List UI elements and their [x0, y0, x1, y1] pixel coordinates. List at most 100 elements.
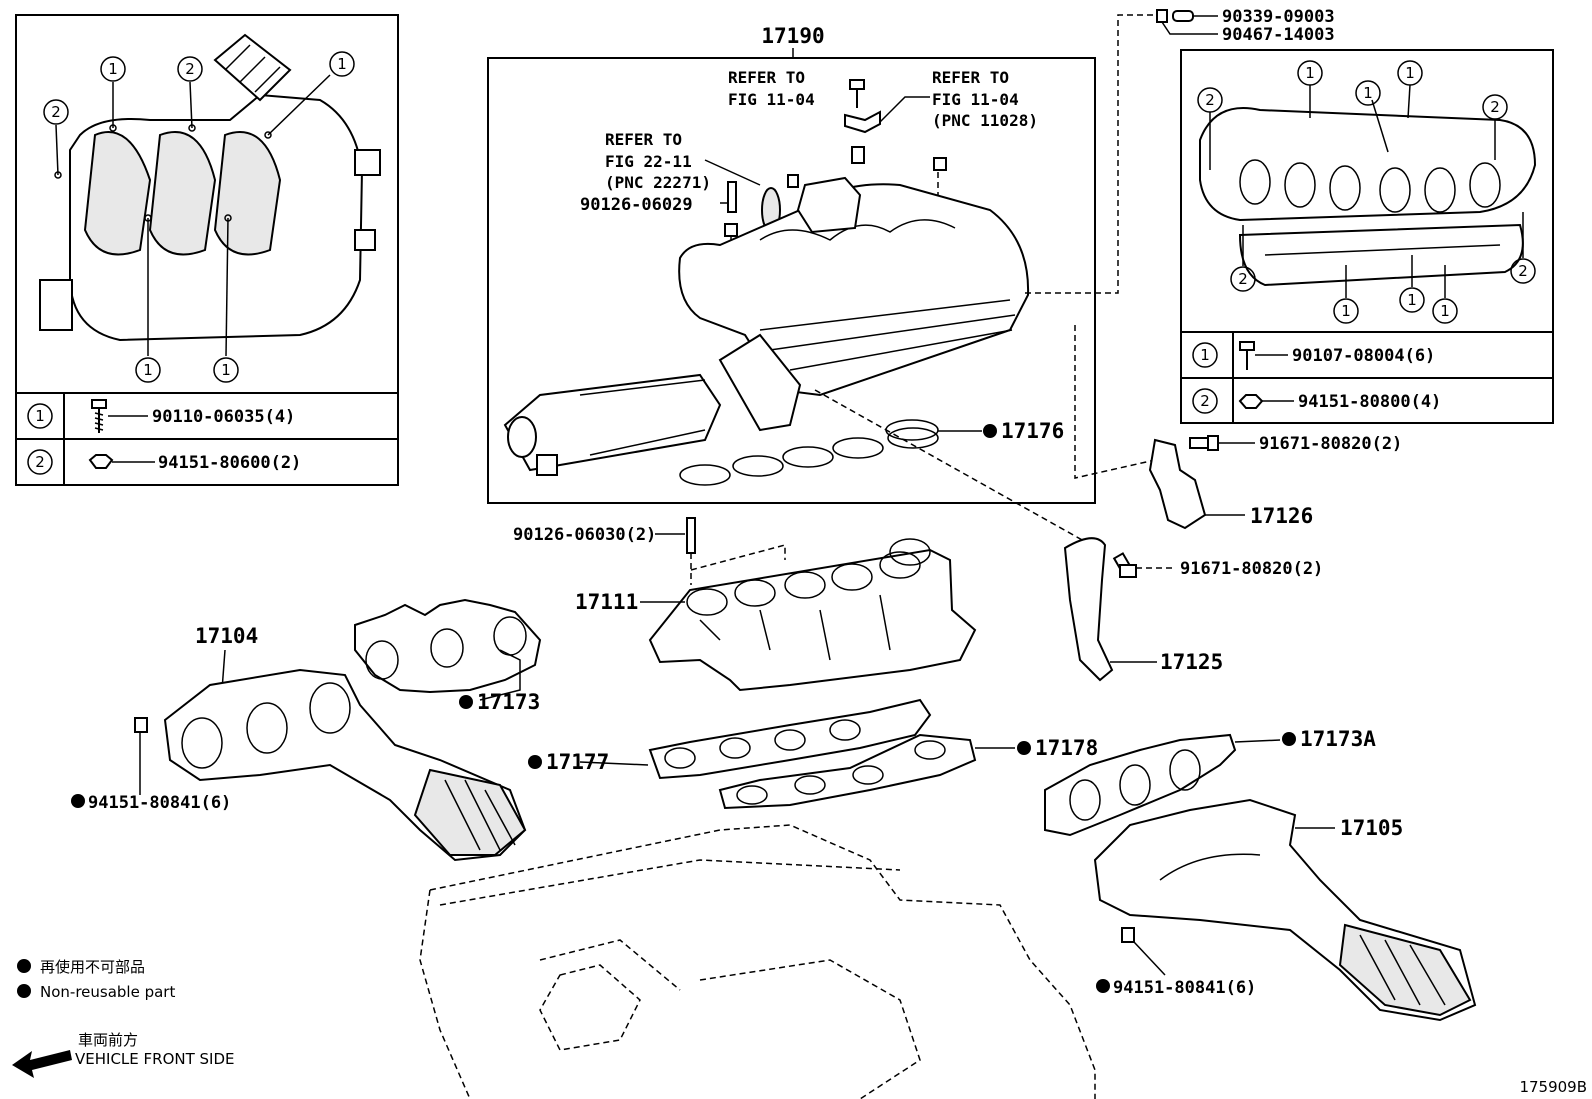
- right-row2-marker: 2: [1200, 392, 1210, 410]
- part-94151-80841-right: 94151-80841(6): [1113, 978, 1256, 998]
- callout-1-marker: 1: [1440, 302, 1450, 320]
- left-row1-marker: 1: [35, 407, 45, 425]
- non-reusable-dot: [983, 424, 997, 438]
- part-17111: 17111: [575, 590, 638, 614]
- plug: [933, 157, 947, 171]
- non-reusable-dot: [1282, 732, 1296, 746]
- gasket-17177: [648, 698, 932, 780]
- right-row2-part: 94151-80800(4): [1298, 392, 1441, 412]
- part-17176: 17176: [1001, 419, 1064, 443]
- nut-icon: [88, 454, 114, 469]
- label-17190: 17190: [761, 24, 824, 48]
- nut-icon: [134, 717, 148, 733]
- bracket-17125: [1063, 537, 1114, 682]
- top-right-parts: 90339-09003 90467-14003: [1156, 7, 1335, 45]
- bracket-plate: [844, 110, 881, 134]
- callout-1-marker: 1: [221, 361, 231, 379]
- part-90467-14003: 90467-14003: [1222, 25, 1335, 45]
- part-90339-09003: 90339-09003: [1222, 7, 1335, 27]
- legend: 再使用不可部品 Non-reusable part 車両前方 VEHICLE F…: [12, 958, 1587, 1096]
- part-17173: 17173: [477, 690, 540, 714]
- bracket-17126-group: 91671-80820(2) 17126 91671-80820(2) 1712…: [814, 325, 1402, 682]
- part-94151-80841-left: 94151-80841(6): [88, 793, 231, 813]
- part-91671-80820-a: 91671-80820(2): [1259, 434, 1402, 454]
- throttle-duct: [503, 373, 722, 472]
- o-ring-set: [679, 419, 939, 486]
- gasket-17178: [718, 733, 977, 810]
- refer-b-line3: (PNC 11028): [932, 111, 1038, 130]
- legend-jp: 再使用不可部品: [40, 958, 145, 976]
- grommet: [851, 146, 865, 164]
- callout-2-marker: 2: [1518, 262, 1528, 280]
- non-reusable-dot: [71, 794, 85, 808]
- bolt-icon: [849, 79, 865, 108]
- intake-plenum-box: 17190 REFER TO FIG 11-04 REFER TO FIG 11…: [487, 14, 1155, 504]
- figure-id: 175909B: [1519, 1078, 1587, 1096]
- engine-block-outline: [419, 824, 1096, 1099]
- callout-1-marker: 1: [1341, 302, 1351, 320]
- nut-icon: [1238, 394, 1264, 409]
- callout-1-marker: 1: [143, 361, 153, 379]
- lower-intake-manifold: [648, 548, 977, 692]
- refer-b-line1: REFER TO: [932, 68, 1009, 87]
- part-17173a: 17173A: [1300, 727, 1376, 751]
- non-reusable-dot: [528, 755, 542, 769]
- part-90126-06029: 90126-06029: [580, 195, 693, 215]
- part-17178: 17178: [1035, 736, 1098, 760]
- right-row1-marker: 1: [1200, 346, 1210, 364]
- stud-icon: [686, 517, 696, 554]
- legend-en: Non-reusable part: [40, 983, 175, 1001]
- callout-2-marker: 2: [51, 103, 61, 121]
- bolt-icon: [1189, 435, 1219, 451]
- callout-1-marker: 1: [1405, 64, 1415, 82]
- callout-2-marker: 2: [1205, 91, 1215, 109]
- exhaust-left-group: 17104 17173 94151-80841(6): [71, 598, 542, 862]
- refer-c-line2: FIG 22-11: [605, 152, 692, 171]
- gaskets-17177-17178: 17177 17178: [528, 698, 1098, 810]
- left-row2-marker: 2: [35, 453, 45, 471]
- part-17104: 17104: [195, 624, 258, 648]
- callout-1-marker: 1: [1363, 84, 1373, 102]
- part-17126: 17126: [1250, 504, 1313, 528]
- manifold-gasket-top-view: [1199, 107, 1537, 222]
- non-reusable-dot: [1096, 979, 1110, 993]
- callout-2-marker: 2: [1490, 98, 1500, 116]
- part-91671-80820-b: 91671-80820(2): [1180, 559, 1323, 579]
- right-row1-part: 90107-08004(6): [1292, 346, 1435, 366]
- left-row1-part: 90110-06035(4): [152, 407, 295, 427]
- stud-icon: [727, 181, 737, 213]
- bolt-icon: [91, 399, 107, 433]
- bracket-17126: [1148, 438, 1207, 530]
- right-inset: 2 1 1 1 2 2 1 1 1 2 1 90107-08004(6) 2 9: [1180, 49, 1554, 424]
- callout-1-marker: 1: [1407, 291, 1417, 309]
- left-row2-part: 94151-80600(2): [158, 453, 301, 473]
- intake-manifold-top-view: [39, 33, 381, 342]
- gasket-17173a: [1044, 733, 1237, 837]
- part-17125: 17125: [1160, 650, 1223, 674]
- part-17177: 17177: [546, 750, 609, 774]
- left-inset: 2 1 2 1 1 1 1 90110-06035(4) 2 94151-806…: [15, 14, 399, 486]
- exhaust-right-group: 17173A 17105 94151-80841(6): [1044, 727, 1477, 1022]
- callout-1-marker: 1: [337, 55, 347, 73]
- part-17105: 17105: [1340, 816, 1403, 840]
- callout-1-marker: 1: [1305, 64, 1315, 82]
- refer-a-line1: REFER TO: [728, 68, 805, 87]
- bolt-icon: [1239, 341, 1255, 370]
- non-reusable-dot: [17, 959, 31, 973]
- front-en: VEHICLE FRONT SIDE: [75, 1050, 235, 1068]
- part-90126-06030: 90126-06030(2): [513, 525, 656, 545]
- non-reusable-dot: [459, 695, 473, 709]
- non-reusable-dot: [17, 984, 31, 998]
- callout-1-marker: 1: [108, 60, 118, 78]
- refer-c-line1: REFER TO: [605, 130, 682, 149]
- callout-2-marker: 2: [1238, 270, 1248, 288]
- nut-icon: [1121, 927, 1135, 943]
- refer-a-line2: FIG 11-04: [728, 90, 815, 109]
- refer-b-line2: FIG 11-04: [932, 90, 1019, 109]
- lower-intake-17111-group: 90126-06030(2) 17111: [513, 517, 977, 692]
- arrow-left-icon: [12, 1050, 72, 1078]
- non-reusable-dot: [1017, 741, 1031, 755]
- gasket-17173: [354, 598, 542, 694]
- refer-c-line3: (PNC 22271): [605, 173, 711, 192]
